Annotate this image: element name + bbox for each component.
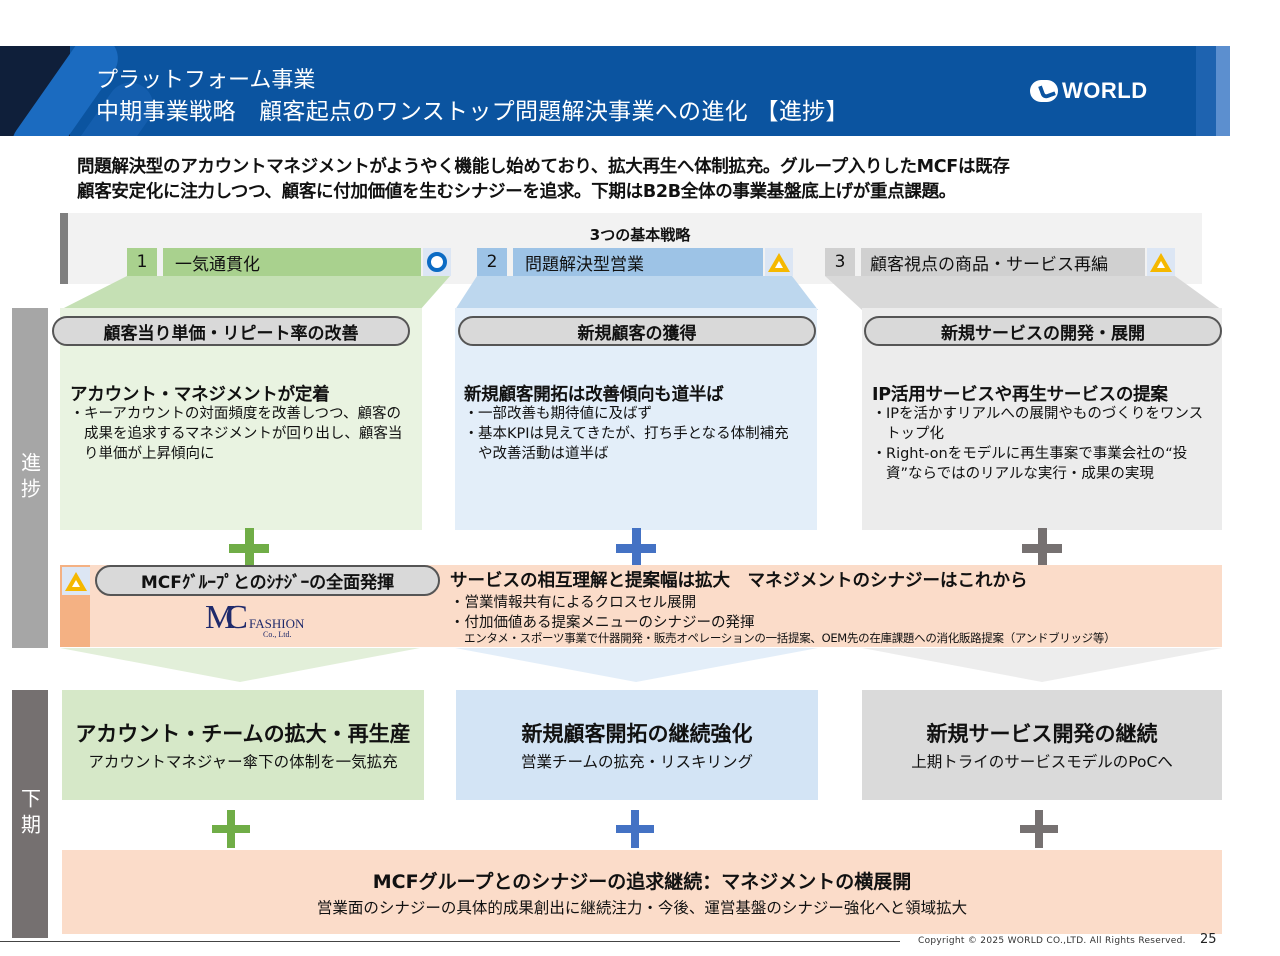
funnel-gray <box>825 276 1222 310</box>
final-title: MCFグループとのシナジーの追求継続：マネジメントの横展開 <box>372 870 912 893</box>
header-title-line2: 中期事業戦略 顧客起点のワンストップ問題解決事業への進化 【進捗】 <box>96 99 849 125</box>
mcf-final-box: MCFグループとのシナジーの追求継続：マネジメントの横展開 営業面のシナジーの具… <box>62 850 1222 934</box>
header-title-line1: プラットフォーム事業 <box>96 68 316 93</box>
box-1-sub: アカウントマネジャー傘下の体制を一気拡充 <box>88 753 398 771</box>
column-2-bullet: 一部改善も期待値に及ばず <box>464 404 794 424</box>
world-logo-text: WORLD <box>1062 78 1148 103</box>
mcf-logo-sub2: Co., Ltd. <box>263 630 292 639</box>
circle-status-icon <box>427 252 447 272</box>
page-number: 25 <box>1200 932 1217 947</box>
funnel-blue <box>455 276 818 310</box>
strategy-2-number: 2 <box>477 248 507 276</box>
summary-line1: 問題解決型のアカウントマネジメントがようやく機能し始めており、拡大再生へ体制拡充… <box>77 157 1010 177</box>
column-1-bullets: キーアカウントの対面頻度を改善しつつ、顧客の成果を追求するマネジメントが回り出し… <box>70 404 415 464</box>
funnel-green <box>60 276 450 310</box>
mcf-heading: サービスの相互理解と提案幅は拡大 マネジメントのシナジーはこれから <box>450 571 1028 591</box>
column-3-bullet: IPを活かすリアルへの展開やものづくりをワンストップ化 <box>872 404 1217 444</box>
column-3-bullets: IPを活かすリアルへの展開やものづくりをワンストップ化 Right-onをモデル… <box>872 404 1217 484</box>
strategy-title: 3つの基本戦略 <box>589 226 691 244</box>
column-2-bullet: 基本KPIは見えてきたが、打ち手となる体制補充や改善活動は道半ば <box>464 424 794 464</box>
second-half-box-2: 新規顧客開拓の継続強化 営業チームの拡充・リスキリング <box>456 690 818 800</box>
second-half-box-3: 新規サービス開発の継続 上期トライのサービスモデルのPoCへ <box>862 690 1222 800</box>
box-3-sub: 上期トライのサービスモデルのPoCへ <box>911 753 1173 771</box>
summary-line2: 顧客安定化に注力しつつ、顧客に付加価値を生むシナジーを追求。下期はB2B全体の事… <box>77 182 957 202</box>
mcf-fashion-logo: MC FASHION Co., Ltd. <box>205 598 305 644</box>
second-half-side-label: 下期 <box>12 690 48 938</box>
mcf-logo-sub1: FASHION <box>249 616 305 631</box>
column-1-pill: 顧客当り単価・リピート率の改善 <box>52 316 410 346</box>
mcf-bullet: ・営業情報共有によるクロスセル展開 <box>450 595 697 611</box>
plus-icon-green <box>229 528 269 568</box>
world-logo: WORLD <box>1030 78 1148 104</box>
plus-icon-gray <box>1022 528 1062 568</box>
copyright: Copyright © 2025 WORLD CO.,LTD. All Righ… <box>918 936 1186 946</box>
mcf-bullet: ・付加価値ある提案メニューのシナジーの発揮 <box>450 615 755 631</box>
triangle-status-icon <box>1150 252 1172 272</box>
strategy-2-status <box>765 248 793 276</box>
column-1-heading: アカウント・マネジメントが定着 <box>70 385 330 405</box>
plus-icon-blue <box>616 810 654 848</box>
mcf-logo-main: MC <box>205 599 248 636</box>
box-2-title: 新規顧客開拓の継続強化 <box>521 722 753 746</box>
plus-icon-blue <box>616 528 656 568</box>
box-1-title: アカウント・チームの拡大・再生産 <box>75 722 411 746</box>
mcf-status <box>62 567 90 595</box>
strategy-3-number: 3 <box>825 248 855 276</box>
column-2-bullets: 一部改善も期待値に及ばず 基本KPIは見えてきたが、打ち手となる体制補充や改善活… <box>464 404 794 464</box>
progress-side-label: 進捗 <box>12 308 48 648</box>
world-logo-icon <box>1030 80 1058 102</box>
footer-divider <box>0 941 900 942</box>
strategy-1-label: 一気通貫化 <box>163 248 421 276</box>
column-2-heading: 新規顧客開拓は改善傾向も道半ば <box>464 385 724 405</box>
strategy-funnels <box>60 276 1222 310</box>
mcf-bullet-text: 営業情報共有によるクロスセル展開 <box>464 595 697 611</box>
triangle-status-icon <box>65 571 87 591</box>
strategy-1-number: 1 <box>127 248 157 276</box>
strategy-2-label: 問題解決型営業 <box>513 248 763 276</box>
strategy-3-label: 顧客視点の商品・サービス再編 <box>861 248 1145 276</box>
plus-icon-green <box>212 810 250 848</box>
second-half-box-1: アカウント・チームの拡大・再生産 アカウントマネジャー傘下の体制を一気拡充 <box>62 690 424 800</box>
down-arrows <box>60 648 1222 682</box>
header-side-strip <box>1196 46 1216 136</box>
final-sub: 営業面のシナジーの具体的成果創出に継続注力・今後、運営基盤のシナジー強化へと領域… <box>316 898 968 917</box>
arrow-gray <box>862 648 1222 682</box>
box-2-sub: 営業チームの拡充・リスキリング <box>520 753 754 771</box>
strategy-3-status <box>1147 248 1175 276</box>
mcf-note: エンタメ・スポーツ事業で什器開発・販売オペレーションの一括提案、OEM先の在庫課… <box>464 631 1116 645</box>
plus-icon-gray <box>1020 810 1058 848</box>
strategy-band-accent <box>60 213 68 284</box>
triangle-status-icon <box>768 252 790 272</box>
column-3-bullet: Right-onをモデルに再生事案で事業会社の“投資”ならではのリアルな実行・成… <box>872 444 1217 484</box>
column-2-pill: 新規顧客の獲得 <box>458 316 816 346</box>
box-3-title: 新規サービス開発の継続 <box>926 722 1158 746</box>
mcf-bullet-text: 付加価値ある提案メニューのシナジーの発揮 <box>464 615 755 631</box>
arrow-blue <box>455 648 818 682</box>
column-1-bullet: キーアカウントの対面頻度を改善しつつ、顧客の成果を追求するマネジメントが回り出し… <box>70 404 415 464</box>
header-side-strip <box>1216 46 1230 136</box>
column-3-pill: 新規サービスの開発・展開 <box>864 316 1222 346</box>
column-3-heading: IP活用サービスや再生サービスの提案 <box>872 385 1168 405</box>
header-banner <box>0 46 1196 136</box>
mcf-pill: MCFｸﾞﾙｰﾌﾟとのｼﾅｼﾞｰの全面発揮 <box>95 565 440 596</box>
arrow-green <box>60 648 420 682</box>
strategy-1-status <box>423 248 451 276</box>
summary-text: 問題解決型のアカウントマネジメントがようやく機能し始めており、拡大再生へ体制拡充… <box>77 155 1010 205</box>
